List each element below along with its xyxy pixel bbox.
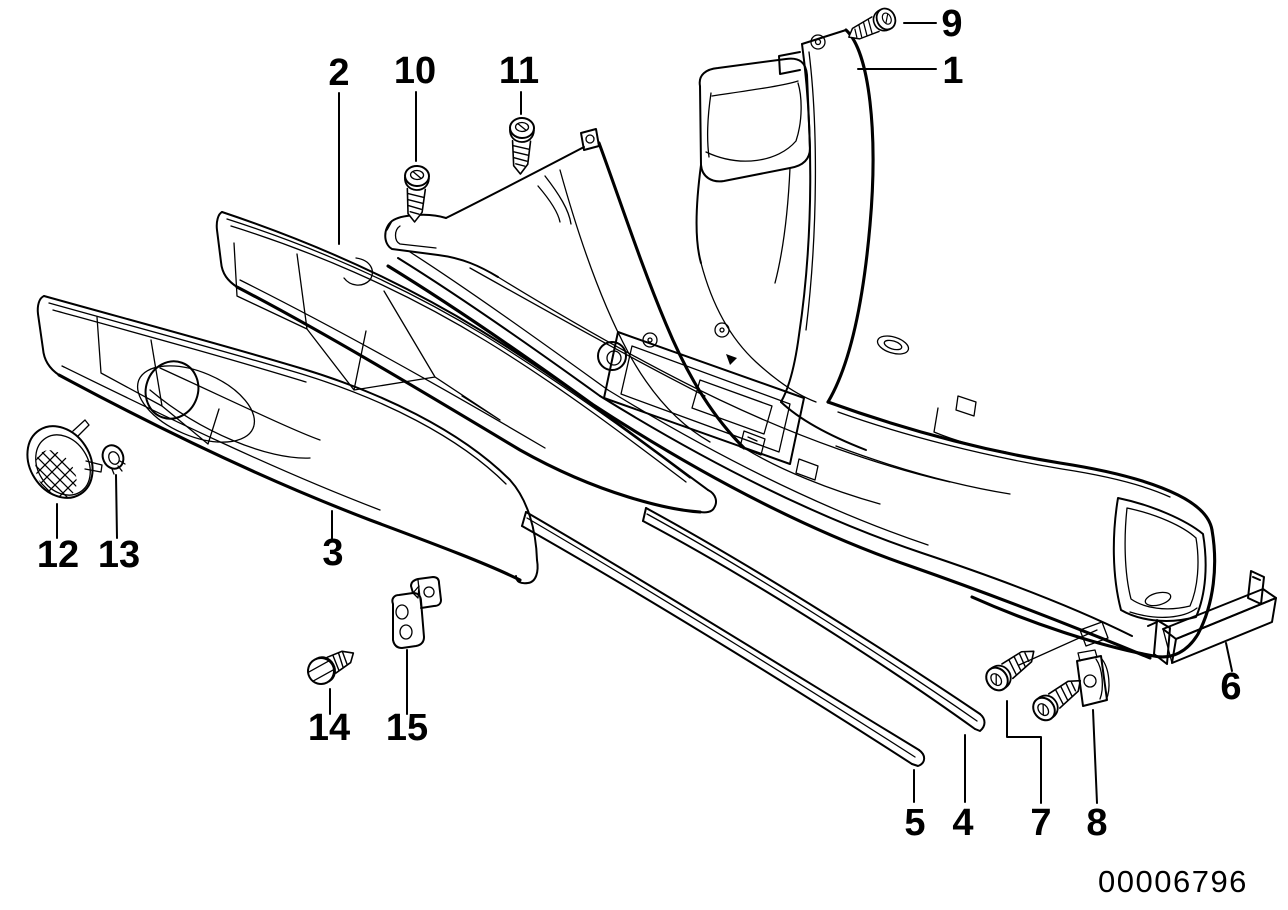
callout-2[interactable]: 2 [328, 52, 349, 94]
part-1-center-console-drawing [384, 28, 1217, 660]
leader-line-7 [1006, 700, 1042, 804]
leader-lines [56, 22, 1233, 804]
callout-5[interactable]: 5 [904, 802, 925, 844]
doc-number: 00006796 [1098, 864, 1248, 899]
part-11-screw-drawing [507, 116, 536, 176]
part-3-side-trim-panel-speaker-drawing [36, 295, 539, 585]
part-2-side-trim-panel-drawing [215, 211, 717, 514]
callout-13[interactable]: 13 [98, 534, 140, 576]
callout-labels: 1 2 3 4 5 6 7 8 9 10 11 12 13 14 15 [37, 3, 1242, 844]
part-6-rear-trim-bar-drawing [1147, 570, 1277, 665]
callout-4[interactable]: 4 [952, 802, 973, 844]
part-12-speaker-cover-drawing [26, 419, 103, 506]
callout-3[interactable]: 3 [322, 532, 343, 574]
callout-12[interactable]: 12 [37, 534, 79, 576]
part-4-trim-strip-drawing [642, 507, 986, 732]
leader-line-8 [1092, 709, 1098, 804]
part-7-screws-drawing [980, 640, 1089, 726]
callout-1[interactable]: 1 [942, 50, 963, 92]
callout-14[interactable]: 14 [308, 707, 350, 749]
part-9-screw-drawing [843, 4, 900, 48]
callout-10[interactable]: 10 [394, 50, 436, 92]
leader-line-7-pointer [1018, 629, 1098, 666]
callout-9[interactable]: 9 [941, 3, 962, 45]
part-8-clip-nut-drawing [1076, 649, 1110, 707]
callout-11[interactable]: 11 [499, 50, 539, 92]
callout-15[interactable]: 15 [386, 707, 428, 749]
part-15-bracket-drawing [391, 576, 442, 649]
leader-line-13 [115, 474, 118, 539]
part-5-trim-strip-drawing [521, 511, 926, 767]
leader-line-6 [1225, 642, 1233, 672]
callout-8[interactable]: 8 [1086, 802, 1107, 844]
callout-6[interactable]: 6 [1220, 666, 1241, 708]
part-13-grommet-drawing [101, 444, 126, 475]
callout-7[interactable]: 7 [1030, 802, 1051, 844]
part-14-hex-screw-drawing [302, 640, 361, 690]
